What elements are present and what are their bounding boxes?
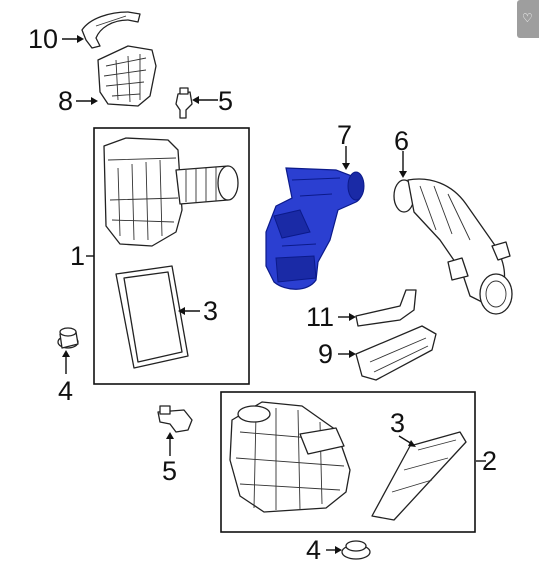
- callout-1: 1: [70, 241, 85, 271]
- part-4-grommet-bottom[interactable]: [341, 540, 371, 560]
- callout-4-bottom: 4: [306, 535, 321, 565]
- corner-tab-button[interactable]: ♡: [517, 0, 539, 38]
- part-8-duct[interactable]: [97, 45, 157, 107]
- callout-9: 9: [318, 339, 333, 369]
- callout-11: 11: [306, 302, 334, 332]
- callout-8: 8: [58, 86, 73, 116]
- callout-5-top: 5: [218, 86, 233, 116]
- assembly-box-2: [220, 391, 476, 533]
- part-4-grommet-left[interactable]: [57, 327, 79, 349]
- part-9-duct[interactable]: [355, 325, 437, 381]
- part-1-air-cleaner[interactable]: [103, 137, 239, 247]
- part-5-sensor-bottom[interactable]: [157, 405, 193, 433]
- part-10-bracket[interactable]: [81, 11, 141, 49]
- part-3-filter-left[interactable]: [115, 265, 189, 369]
- leader-lines: [62, 35, 486, 554]
- callout-labels: 10 8 5 7 6 1 3 11 9 4 5 3 2 4: [28, 24, 497, 565]
- callout-3-left: 3: [203, 296, 218, 326]
- callout-5-bottom: 5: [162, 456, 177, 486]
- callout-6: 6: [394, 126, 409, 156]
- part-2-air-box[interactable]: [229, 401, 351, 513]
- tag-icon: ♡: [522, 11, 533, 25]
- callout-10: 10: [28, 24, 58, 54]
- callout-2: 2: [482, 446, 497, 476]
- part-11-bracket[interactable]: [355, 289, 417, 327]
- callout-4-left: 4: [58, 376, 73, 406]
- part-7-intake-duct-highlighted[interactable]: [265, 167, 365, 290]
- part-5-sensor-top[interactable]: [175, 87, 193, 119]
- callout-3-right: 3: [390, 408, 405, 438]
- part-3-filter-right[interactable]: [371, 431, 467, 521]
- part-6-intake-tube[interactable]: [393, 178, 513, 315]
- callout-7: 7: [337, 120, 352, 150]
